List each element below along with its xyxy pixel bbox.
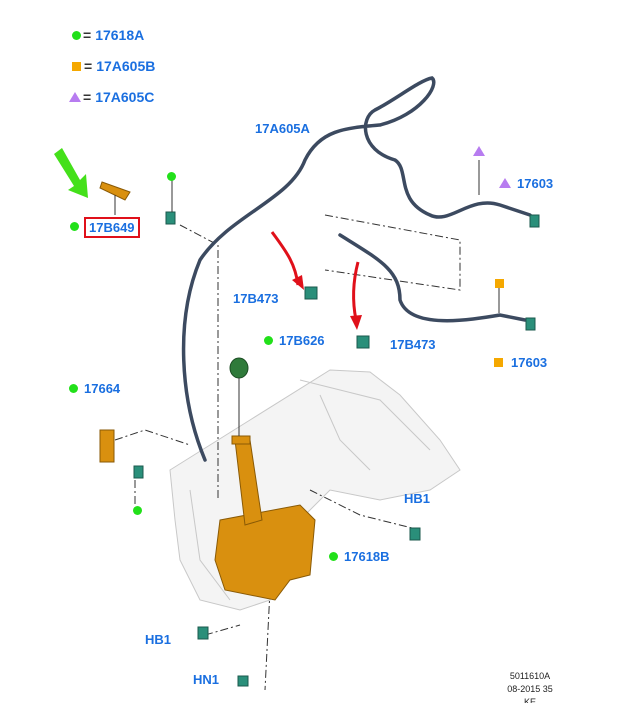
- leader-lines: [114, 214, 461, 691]
- part-label-17603-lower[interactable]: 17603: [511, 355, 548, 370]
- diagram-code: KE: [523, 697, 536, 703]
- washer-hoses: [181, 76, 532, 462]
- cap-part: [229, 357, 249, 379]
- legend-item: =17618A: [83, 27, 144, 43]
- green-circle-icon: [72, 31, 81, 40]
- part-label-17b473-right[interactable]: 17B473: [390, 337, 436, 352]
- purple-triangle-icon: [499, 178, 511, 188]
- part-label-hb1-right[interactable]: HB1: [404, 491, 431, 506]
- green-circle-icon: [167, 172, 176, 181]
- orange-square-icon: [72, 62, 81, 71]
- body-panel: [169, 369, 461, 611]
- purple-triangle-icon: [473, 146, 485, 156]
- washer-reservoir: [214, 435, 316, 601]
- pump-part: [99, 429, 115, 463]
- part-label-hn1[interactable]: HN1: [193, 672, 220, 687]
- green-circle-icon: [70, 222, 79, 231]
- legend-code: 17618A: [95, 27, 145, 43]
- red-arrows: [270, 231, 360, 321]
- legend-item: =17A605C: [83, 89, 154, 105]
- diagram-reference: 5011610A 08-2015 35 KE: [495, 670, 565, 703]
- green-arrow: [54, 148, 88, 198]
- part-label-17b649-highlighted[interactable]: 17B649: [84, 217, 140, 238]
- part-label-17a605a[interactable]: 17A605A: [255, 121, 310, 136]
- part-label-17b473-left[interactable]: 17B473: [233, 291, 279, 306]
- green-circle-icon: [133, 506, 142, 515]
- part-label-17603-upper[interactable]: 17603: [517, 176, 554, 191]
- part-label-17664[interactable]: 17664: [84, 381, 121, 396]
- orange-square-icon: [494, 358, 503, 367]
- legend-code: 17A605C: [95, 89, 155, 105]
- green-circle-icon: [69, 384, 78, 393]
- small-parts: [133, 211, 540, 687]
- orange-square-icon: [495, 279, 504, 288]
- part-label-hb1-left[interactable]: HB1: [145, 632, 172, 647]
- green-circle-icon: [329, 552, 338, 561]
- legend-equals: =: [83, 89, 92, 105]
- part-label-17618b[interactable]: 17618B: [344, 549, 390, 564]
- pump-17b649-part: [99, 181, 131, 201]
- legend-equals: =: [84, 58, 93, 74]
- diagram-date: 08-2015 35: [507, 684, 553, 694]
- legend-code: 17A605B: [96, 58, 156, 74]
- green-circle-icon: [264, 336, 273, 345]
- legend-item: =17A605B: [84, 58, 155, 74]
- legend-equals: =: [83, 27, 92, 43]
- part-label-17b626[interactable]: 17B626: [279, 333, 325, 348]
- purple-triangle-icon: [69, 92, 81, 102]
- diagram-number: 5011610A: [509, 671, 551, 681]
